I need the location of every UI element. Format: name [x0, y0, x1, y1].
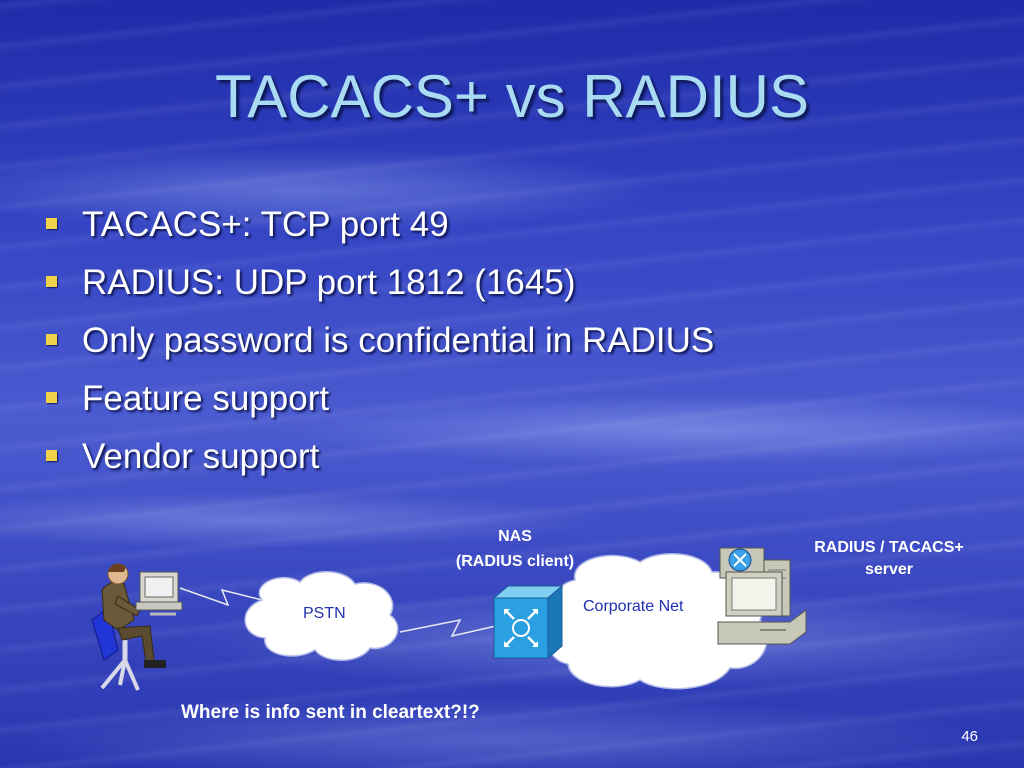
- user-at-workstation-icon: [91, 563, 183, 691]
- nas-label-line1: NAS: [498, 528, 532, 545]
- pstn-cloud-icon: [244, 571, 399, 661]
- bullet-item: Only password is confidential in RADIUS: [46, 312, 714, 370]
- nas-label-sub: (RADIUS client): [432, 553, 598, 571]
- server-workstation-icon: [717, 547, 807, 645]
- server-label: RADIUS / TACACS+ server: [784, 539, 994, 579]
- nas-label-line2: (RADIUS client): [455, 553, 575, 570]
- nas-label: NAS: [470, 528, 560, 546]
- bullet-square-icon: [46, 449, 57, 461]
- nas-router-icon: [492, 584, 564, 660]
- bullet-text: Vendor support: [82, 437, 320, 476]
- bullet-text: Only password is confidential in RADIUS: [82, 321, 715, 360]
- bullet-square-icon: [46, 217, 57, 229]
- bullet-text: Feature support: [82, 379, 330, 418]
- pstn-label: PSTN: [303, 605, 346, 622]
- bullet-text: TACACS+: TCP port 49: [82, 205, 449, 244]
- server-label-line1: RADIUS / TACACS+: [814, 539, 964, 556]
- bullet-item: Feature support: [46, 370, 714, 428]
- slide-title: TACACS+ vs RADIUS: [215, 63, 809, 130]
- corporate-net-label: Corporate Net: [583, 598, 684, 615]
- bullet-square-icon: [46, 333, 57, 345]
- page-number: 46: [961, 728, 978, 745]
- bullet-square-icon: [46, 275, 57, 287]
- bullet-item: Vendor support: [46, 428, 714, 486]
- bullet-item: RADIUS: UDP port 1812 (1645): [46, 254, 714, 312]
- bullet-item: TACACS+: TCP port 49: [46, 196, 714, 254]
- bullet-text: RADIUS: UDP port 1812 (1645): [82, 263, 576, 302]
- bullet-square-icon: [46, 391, 57, 403]
- lightning-link-icon: [399, 618, 497, 638]
- server-label-line2: server: [864, 561, 914, 578]
- bullet-list: TACACS+: TCP port 49 RADIUS: UDP port 18…: [46, 196, 714, 486]
- lightning-link-icon: [179, 587, 263, 607]
- cleartext-question: Where is info sent in cleartext?!?: [181, 702, 480, 723]
